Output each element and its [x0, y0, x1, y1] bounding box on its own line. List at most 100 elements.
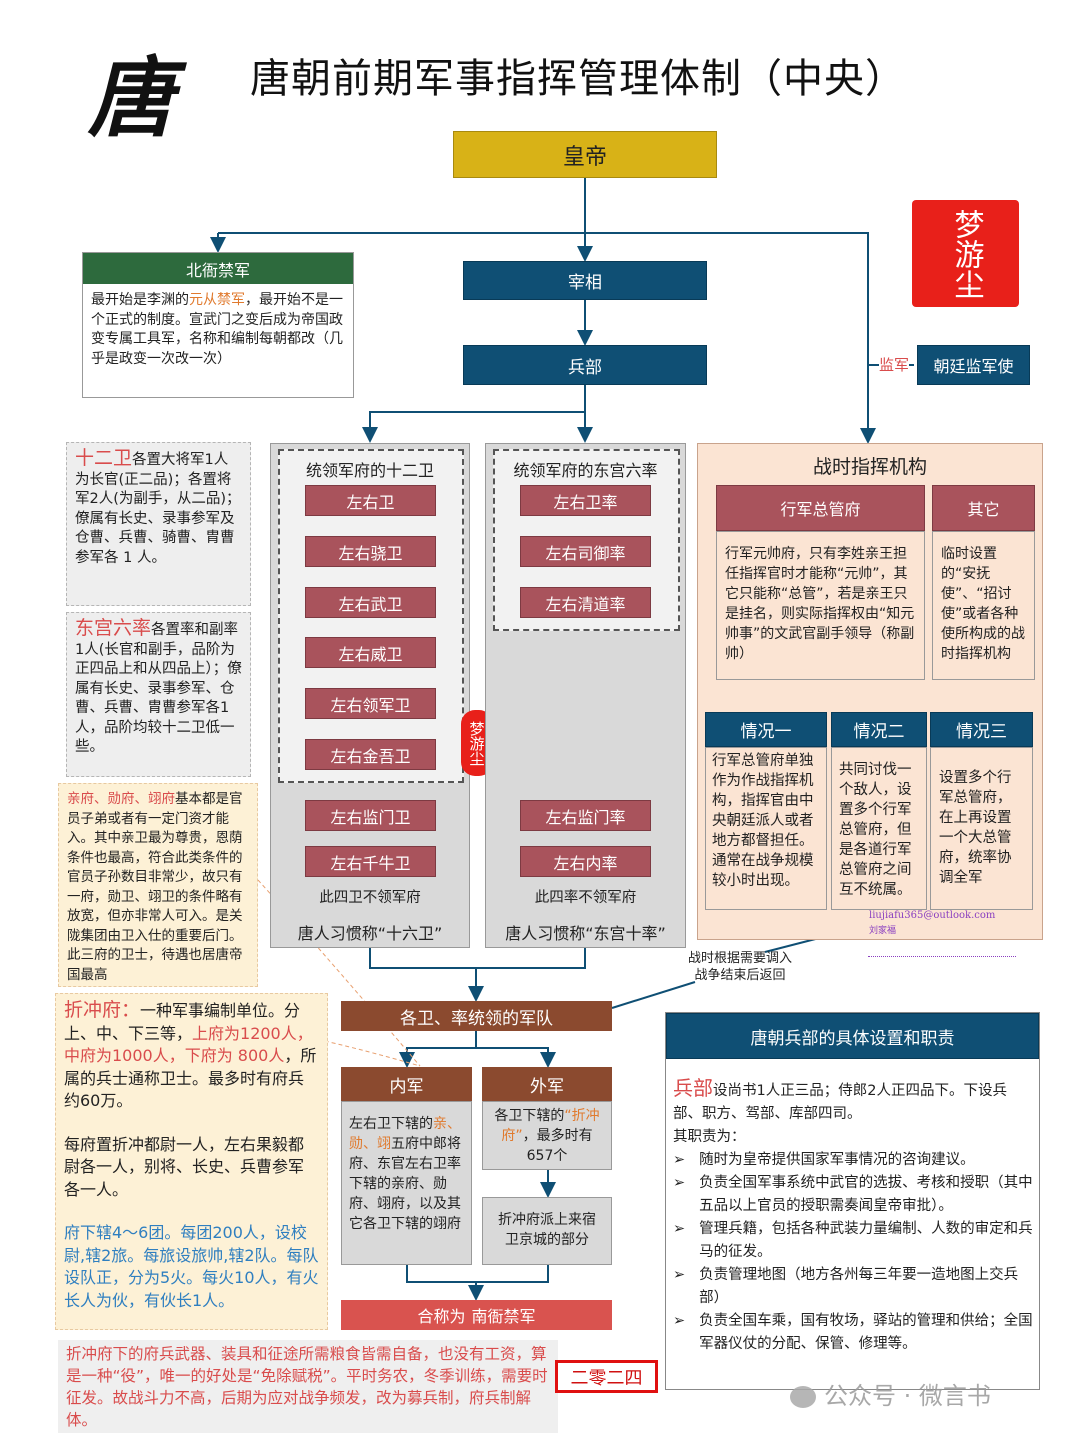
outer-highlight: “折冲府”	[501, 1108, 600, 1144]
guard-rail-item: 左右卫	[305, 485, 436, 516]
ministry-intro: 设尚书1人正三品；侍郎2人正四品下。下设兵部、职方、驾部、库部四司。	[673, 1083, 1007, 1122]
bullet-icon: ➢	[673, 1221, 686, 1237]
guard-rail-item: 左右威卫	[305, 637, 436, 668]
supervisor-label: 监军	[879, 354, 910, 375]
watermark-email: liujiafu365@outlook.com	[869, 910, 996, 921]
duty-list: ➢ 随时为皇帝提供国家军事情况的咨询建议。 ➢ 负责全国军事系统中武官的选拔、考核和授…	[673, 1149, 1033, 1356]
note-text: 基本都是官员子弟或者有一定门资才能入。其中亲卫最为尊贵，恩荫条件也最高，符合此类…	[67, 791, 243, 983]
zhechong-note: 折冲府：一种军事编制单位。分上、中、下三等，上府为1200人，中府为1000人，…	[55, 993, 328, 1330]
beiya-text-a: 最开始是李渊的	[91, 292, 189, 308]
case-2-title: 情况二	[831, 712, 927, 747]
case-3-text: 设置多个行军总管府，在上再设置一个大总管府，统率协调全军	[930, 747, 1033, 910]
guard-rail-item: 左右武卫	[305, 587, 436, 618]
note-key: 十二卫	[75, 447, 133, 469]
crown-rail-item: 左右监门率	[520, 800, 651, 831]
ministry-key: 兵部	[673, 1076, 713, 1100]
duty-item: ➢ 负责全国军事系统中武官的选拔、考核和授职（其中五品以上官员的授职需奏闻皇帝审批…	[673, 1172, 1033, 1218]
logo-calligraphy: 唐	[88, 48, 174, 149]
outer-sub-box: 折冲府派上来宿卫京城的部分	[482, 1197, 612, 1265]
chancellor-box: 宰相	[463, 261, 707, 300]
guard-rail-item: 左右金吾卫	[305, 739, 436, 770]
ministry-detail-panel: 唐朝兵部的具体设置和职责 兵部设尚书1人正三品；侍郎2人正四品下。下设兵部、职方…	[665, 1012, 1040, 1390]
war-note-line2: 战争结束后返回	[694, 968, 786, 983]
guards-footer: 唐人习惯称“十六卫”	[297, 924, 443, 943]
xingjun-title: 行军总管府	[716, 485, 925, 531]
page-title: 唐朝前期军事指挥管理体制（中央）	[250, 56, 906, 102]
bottom-note: 折冲府下的府兵武器、装具和征途所需粮食皆需自备，也没有工资，算是一种“役”，唯一…	[58, 1340, 558, 1433]
watermark-dots	[868, 956, 1016, 957]
crown-rail-item: 左右内率	[520, 846, 651, 877]
war-ministry-box: 兵部	[463, 345, 707, 385]
inner-highlight: 亲、勋、翊	[349, 1116, 461, 1152]
duty-item: ➢ 管理兵籍，包括各种武装力量编制、人数的审定和兵马的征发。	[673, 1218, 1033, 1264]
twelve-guards-note: 十二卫各置大将军1人为长官(正二品)；各置将军2人(为副手，从二品)；僚属有长史…	[66, 442, 251, 606]
wechat-icon	[790, 1386, 816, 1408]
guards-extra-note: 此四卫不领军府	[319, 890, 421, 906]
xingjun-text: 行军元帅府，只有李姓亲王担任指挥官时才能称“元帅”，其它只能称“总管”，若是亲王…	[716, 531, 925, 680]
watermark-name: 刘家福	[869, 926, 897, 936]
other-text: 临时设置的“安抚使”、“招讨使”或者各种使所构成的战时指挥机构	[932, 531, 1035, 680]
beiya-text: 最开始是李渊的元从禁军，最开始不是一个正式的制度。宣武门之变后成为帝国政变专属工…	[91, 291, 347, 369]
zhechong-text2: ，所属的兵士通称卫士。最多时有府兵约60万。	[64, 1046, 317, 1110]
zhechong-key: 折冲府：	[64, 999, 141, 1021]
crown-footer: 唐人习惯称“东宫十率”	[505, 924, 666, 943]
emperor-box: 皇帝	[453, 131, 717, 178]
ministry-detail-body: 兵部设尚书1人正三品；侍郎2人正四品下。下设兵部、职方、驾部、库部四司。 其职责…	[673, 1077, 1033, 1356]
duty-text: 随时为皇帝提供国家军事情况的咨询建议。	[699, 1152, 975, 1168]
outer-text-b: ，最多时有657个	[522, 1128, 593, 1164]
beiya-title: 北衙禁军	[83, 253, 353, 284]
case-1-text: 行军总管府单独作为作战指挥机构，指挥官由中央朝廷派人或者地方都督担任。通常在战争…	[705, 747, 827, 910]
wechat-watermark: 公众号 · 微言书	[790, 1376, 991, 1411]
south-guard-box: 合称为南衙禁军	[341, 1300, 612, 1330]
three-fu-note: 亲府、勋府、翊府基本都是官员子弟或者有一定门资才能入。其中亲卫最为尊贵，恩荫条件…	[58, 783, 258, 987]
crown-extra-note: 此四率不领军府	[534, 890, 637, 906]
case-2-text: 共同讨伐一个敌人，设置多个行军总管府，但是各道行军总管府之间互不统属。	[831, 747, 927, 910]
ministry-detail-title: 唐朝兵部的具体设置和职责	[666, 1013, 1039, 1059]
seal-stamp: 梦游尘	[912, 200, 1019, 307]
inner-text-b: 五府中郎将府、东官左右卫率下辖的亲府、勋府、翊府，以及其它各卫下辖的翊府	[349, 1136, 461, 1232]
duty-text: 管理兵籍，包括各种武装力量编制、人数的审定和兵马的征发。	[699, 1221, 1033, 1260]
zhechong-text1: 一种军事编制单位。分上、中、下三等，	[64, 1001, 301, 1043]
inner-text-a: 左右卫下辖的	[349, 1116, 433, 1132]
supervisor-box: 朝廷监军使	[917, 345, 1030, 385]
outer-army-text: 各卫下辖的“折冲府”，最多时有657个	[482, 1101, 612, 1170]
case-3-title: 情况三	[930, 712, 1033, 747]
duty-text: 负责管理地图（地方各州每三年要一造地图上交兵部）	[699, 1267, 1019, 1306]
crown-title: 统领军府的东宫六率	[513, 461, 658, 480]
note-text: 各置大将军1人为长官(正二品)；各置将军2人(为副手，从二品)；僚属有长史、录事…	[75, 452, 241, 566]
guards-title: 统领军府的十二卫	[305, 461, 434, 480]
beiya-highlight: 元从禁军	[189, 292, 245, 308]
bullet-icon: ➢	[673, 1175, 686, 1191]
zhechong-para3: 府下辖4～6团。每团200人，设校尉,辖2旅。每旅设旅帅,辖2队。每队设队正，分…	[64, 1223, 319, 1310]
note-key: 亲府、勋府、翊府	[67, 791, 175, 807]
crown-rail-item: 左右卫率	[520, 485, 651, 516]
guard-rail-item: 左右骁卫	[305, 536, 436, 567]
bullet-icon: ➢	[673, 1267, 686, 1283]
beiya-text-b: ，最开始不是一个正式的制度。宣武门之变后成为帝国政变专属工具军，名称和编制每朝都…	[91, 292, 343, 367]
war-note: 战时根据需要调入 战争结束后返回	[675, 950, 805, 984]
duty-item: ➢ 负责管理地图（地方各州每三年要一造地图上交兵部）	[673, 1264, 1033, 1310]
inner-army-text: 左右卫下辖的亲、勋、翊五府中郎将府、东官左右卫率下辖的亲府、勋府、翊府，以及其它…	[341, 1101, 472, 1265]
crown-six-note: 东宫六率各置率和副率1人(长官和副手，品阶为正四品上和从四品上）；僚属有长史、录…	[66, 612, 251, 777]
outer-text-a: 各卫下辖的	[494, 1108, 565, 1124]
year-stamp: 二零二四	[555, 1360, 658, 1393]
bullet-icon: ➢	[673, 1313, 686, 1329]
crown-rail-item: 左右清道率	[520, 587, 651, 618]
war-note-line1: 战时根据需要调入	[687, 951, 792, 966]
merged-a: 合称为	[417, 1307, 466, 1326]
wartime-title: 战时指挥机构	[812, 456, 927, 478]
beiya-panel: 北衙禁军 最开始是李渊的元从禁军，最开始不是一个正式的制度。宣武门之变后成为帝国…	[82, 252, 354, 398]
wechat-text: 公众号 · 微言书	[824, 1382, 991, 1410]
merged-b: 南衙禁军	[471, 1307, 536, 1326]
duty-text: 负责全国车乘，国有牧场，驿站的管理和供给；全国军器仪仗的分配、保管、修理等。	[699, 1313, 1033, 1352]
zhechong-red: 上府为1200人，中府为1000人，下府为 800人	[64, 1023, 313, 1066]
duty-text: 负责全国军事系统中武官的选拔、考核和授职（其中五品以上官员的授职需奏闻皇帝审批）…	[699, 1175, 1033, 1214]
bullet-icon: ➢	[673, 1152, 686, 1168]
outer-army-title: 外军	[482, 1067, 612, 1101]
guard-rail-item: 左右监门卫	[305, 800, 436, 831]
zhechong-para2: 每府置折冲都尉一人，左右果毅都尉各一人，别将、长史、兵曹参军各一人。	[64, 1134, 305, 1199]
duty-label: 其职责为：	[673, 1129, 746, 1145]
inner-army-title: 内军	[341, 1067, 472, 1101]
crown-rail-item: 左右司御率	[520, 536, 651, 567]
note-text: 各置率和副率1人(长官和副手，品阶为正四品上和从四品上）；僚属有长史、录事参军、…	[75, 622, 242, 755]
